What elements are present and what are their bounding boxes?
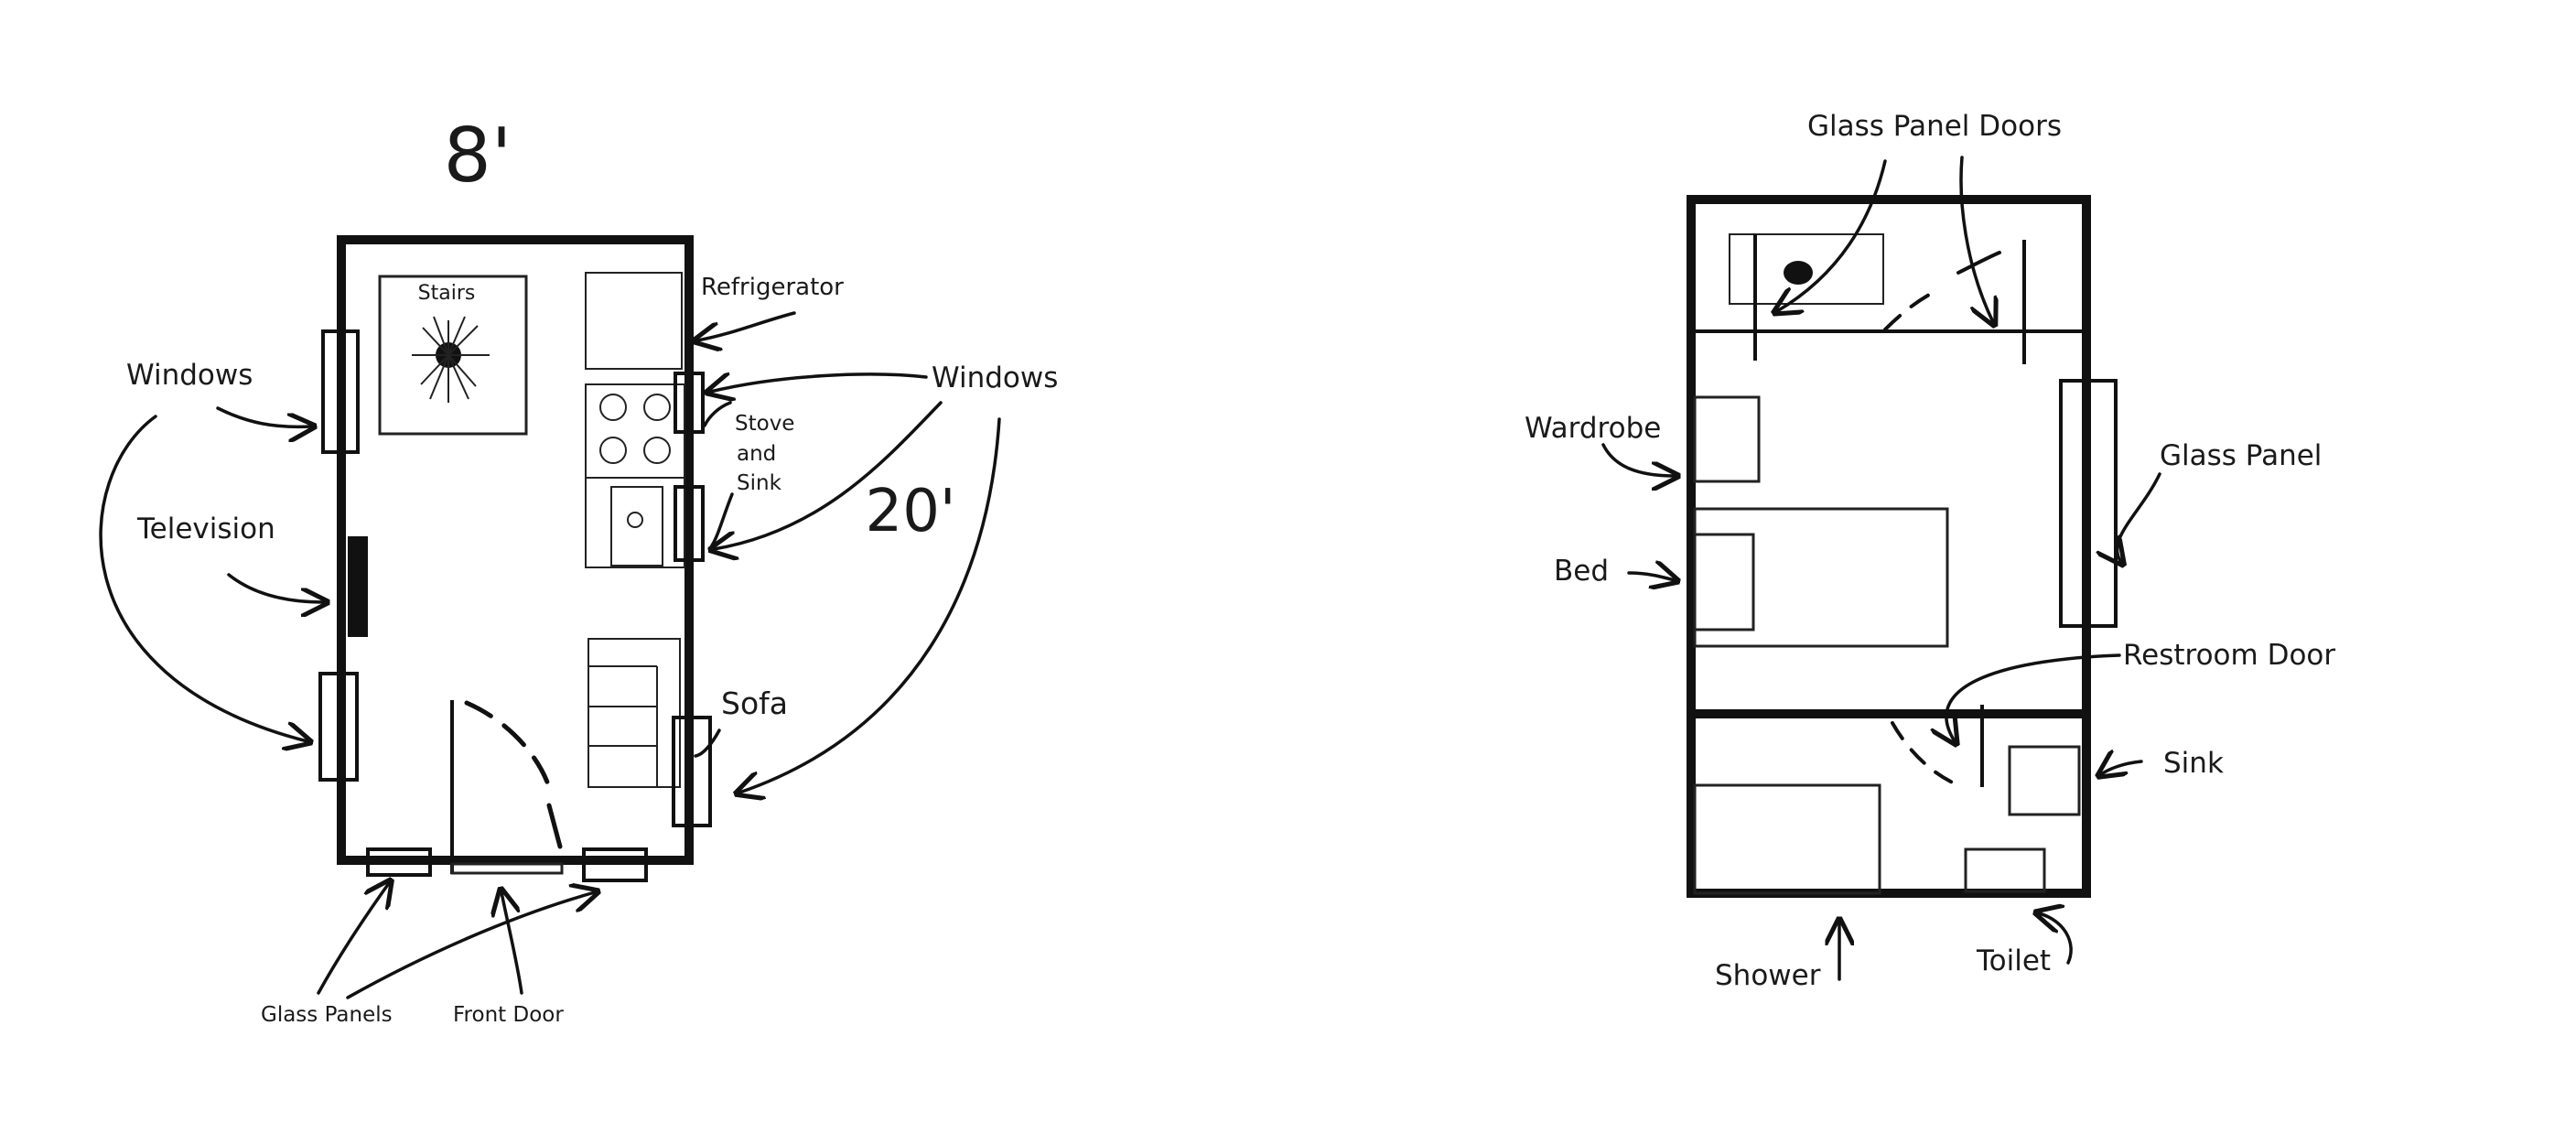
stove-and-sink	[585, 383, 685, 568]
bed	[1693, 507, 1949, 648]
label-stove-line1: Stove	[735, 412, 794, 436]
right-outer-wall	[1687, 195, 2091, 898]
label-stove-line3: Sink	[737, 471, 782, 495]
arrow-toilet	[2039, 913, 2073, 965]
television	[348, 536, 368, 637]
right-window-middle	[674, 485, 705, 562]
glass-panel-right	[582, 847, 648, 882]
shower	[1693, 783, 1881, 895]
arrow-restroom-door	[1946, 653, 2121, 741]
glass-panel-doors	[1729, 233, 2026, 364]
label-shower: Shower	[1715, 959, 1821, 992]
length-dimension: 20'	[865, 478, 955, 545]
arrow-refrigerator	[697, 311, 796, 340]
arrow-windows-right-middle	[714, 401, 943, 549]
label-windows-right: Windows	[932, 362, 1058, 394]
label-glass-panel: Glass Panel	[2160, 439, 2322, 472]
right-floor-plan: Glass Panel Doors Wardrobe Glass Panel B…	[1525, 110, 2335, 992]
glass-panel	[2059, 379, 2118, 628]
wardrobe	[1693, 395, 1761, 483]
sink	[2008, 745, 2081, 816]
arrow-television	[227, 573, 324, 602]
left-window-upper	[321, 329, 360, 454]
right-window-lower	[672, 716, 712, 827]
label-glass-panel-doors: Glass Panel Doors	[1807, 110, 2062, 143]
leader-stove	[703, 401, 732, 427]
arrow-bed	[1627, 573, 1675, 580]
label-wardrobe: Wardrobe	[1525, 412, 1661, 445]
label-television: Television	[136, 513, 275, 545]
label-glass-panels: Glass Panels	[261, 1003, 393, 1027]
arrow-wardrobe	[1601, 443, 1675, 476]
arrow-glass-panel-right	[346, 892, 595, 999]
left-window-lower	[318, 672, 359, 782]
arrow-glass-panel-door-right	[1959, 156, 1993, 322]
stairs	[378, 275, 528, 436]
label-stairs: Stairs	[418, 282, 476, 305]
arrow-windows-right-upper	[710, 374, 928, 392]
label-front-door: Front Door	[453, 1003, 564, 1027]
restroom	[1693, 705, 2081, 895]
arrow-glass-panel-door-left	[1777, 159, 1887, 311]
label-sofa: Sofa	[721, 685, 788, 721]
arrow-windows-left-upper	[216, 406, 311, 426]
refrigerator	[585, 272, 683, 370]
glass-panel-left	[366, 847, 432, 877]
left-floor-plan: 8' 20' Stairs Refrigerator Windows Windo…	[99, 113, 1058, 1027]
label-sink: Sink	[2163, 747, 2224, 780]
arrow-sink	[2101, 761, 2143, 774]
label-toilet: Toilet	[1976, 944, 2051, 977]
left-outer-wall	[337, 235, 694, 865]
arrow-glass-panel-left	[317, 883, 389, 995]
label-stove-line2: and	[737, 442, 776, 466]
label-bed: Bed	[1554, 555, 1609, 588]
leader-sofa	[694, 728, 721, 758]
label-windows-left: Windows	[126, 359, 253, 392]
arrow-windows-right-lower	[739, 417, 1001, 793]
toilet	[1964, 847, 2046, 893]
arrow-front-door	[501, 892, 523, 995]
leader-sink	[710, 492, 734, 547]
arrow-glass-panel	[2117, 472, 2161, 562]
sofa	[587, 638, 681, 788]
front-door	[450, 700, 564, 875]
label-restroom-door: Restroom Door	[2123, 639, 2335, 672]
arrow-windows-left-lower	[99, 415, 307, 741]
width-dimension: 8'	[444, 113, 512, 200]
right-window-upper	[674, 372, 705, 434]
label-refrigerator: Refrigerator	[701, 274, 844, 301]
